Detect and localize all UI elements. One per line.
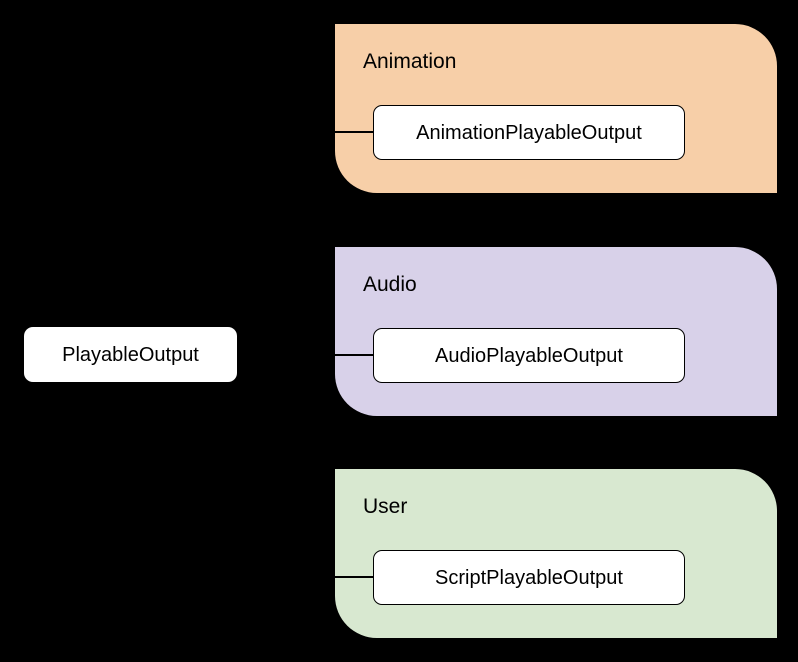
node-playable-output-label: PlayableOutput (62, 343, 199, 366)
node-animation-playable-output[interactable]: AnimationPlayableOutput (373, 105, 685, 160)
connector-line-animation (335, 131, 373, 133)
node-script-playable-output-label: ScriptPlayableOutput (435, 566, 623, 589)
node-audio-playable-output-label: AudioPlayableOutput (435, 344, 623, 367)
node-audio-playable-output[interactable]: AudioPlayableOutput (373, 328, 685, 383)
package-animation[interactable]: Animation AnimationPlayableOutput (335, 24, 777, 193)
package-user[interactable]: User ScriptPlayableOutput (335, 469, 777, 638)
connector-line-audio (335, 354, 373, 356)
node-animation-playable-output-label: AnimationPlayableOutput (416, 121, 642, 144)
connector-line-user (335, 576, 373, 578)
package-audio-title: Audio (363, 273, 417, 296)
node-playable-output[interactable]: PlayableOutput (24, 327, 237, 382)
package-animation-title: Animation (363, 50, 457, 73)
package-audio[interactable]: Audio AudioPlayableOutput (335, 247, 777, 416)
node-script-playable-output[interactable]: ScriptPlayableOutput (373, 550, 685, 605)
package-user-title: User (363, 495, 408, 518)
